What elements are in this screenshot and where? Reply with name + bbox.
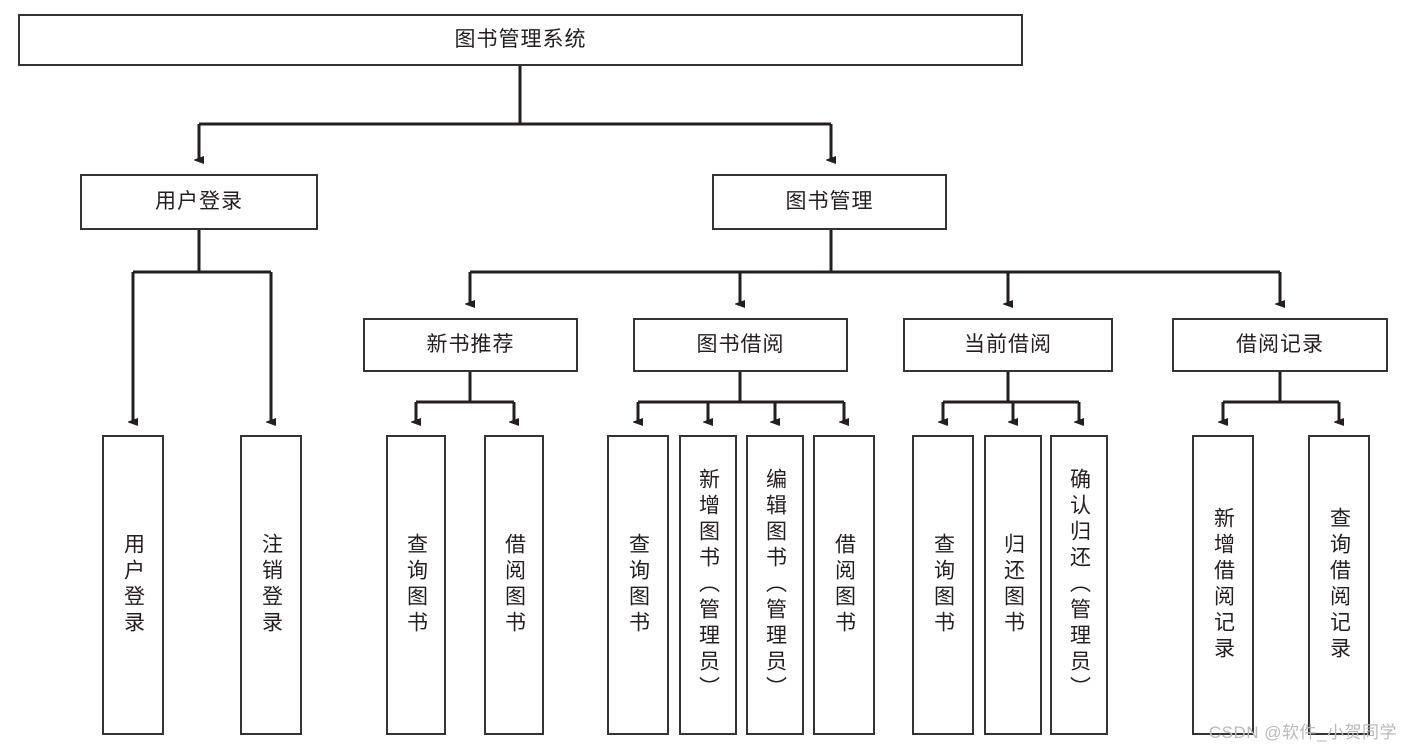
node-leaf-user-login-label: 用户登录 xyxy=(121,533,145,637)
node-leaf-logout-login[interactable]: 注销登录 xyxy=(240,435,302,735)
node-leaf-borrow-book-2-label: 借阅图书 xyxy=(832,533,856,637)
node-new-book-recommend[interactable]: 新书推荐 xyxy=(363,318,578,372)
node-leaf-add-borrow-record[interactable]: 新增借阅记录 xyxy=(1192,435,1254,735)
node-leaf-add-book-admin[interactable]: 新增图书（管理员） xyxy=(679,435,737,735)
node-book-borrow-label: 图书借阅 xyxy=(696,333,785,357)
node-leaf-query-book-3[interactable]: 查询图书 xyxy=(912,435,974,735)
node-leaf-borrow-book-1-label: 借阅图书 xyxy=(502,533,526,637)
node-current-borrow-label: 当前借阅 xyxy=(964,333,1052,357)
node-leaf-user-login[interactable]: 用户登录 xyxy=(102,435,164,735)
node-book-manage-label: 图书管理 xyxy=(785,190,874,214)
node-leaf-query-borrow-record-label: 查询借阅记录 xyxy=(1327,507,1351,663)
node-leaf-logout-login-label: 注销登录 xyxy=(259,533,283,637)
node-leaf-return-book[interactable]: 归还图书 xyxy=(984,435,1042,735)
node-leaf-confirm-return-admin-label: 确认归还（管理员） xyxy=(1067,468,1091,702)
node-user-login[interactable]: 用户登录 xyxy=(80,174,318,230)
node-borrow-record[interactable]: 借阅记录 xyxy=(1172,318,1388,372)
node-leaf-edit-book-admin[interactable]: 编辑图书（管理员） xyxy=(746,435,804,735)
node-new-book-recommend-label: 新书推荐 xyxy=(426,333,515,357)
node-leaf-add-borrow-record-label: 新增借阅记录 xyxy=(1211,507,1235,663)
node-leaf-edit-book-admin-label: 编辑图书（管理员） xyxy=(763,468,787,702)
node-leaf-query-borrow-record[interactable]: 查询借阅记录 xyxy=(1308,435,1370,735)
node-book-borrow[interactable]: 图书借阅 xyxy=(633,318,848,372)
node-leaf-query-book-2-label: 查询图书 xyxy=(626,533,650,637)
csdn-watermark: CSDN @软件_小贺同学 xyxy=(1208,723,1397,742)
node-leaf-query-book-1-label: 查询图书 xyxy=(404,533,428,637)
node-borrow-record-label: 借阅记录 xyxy=(1236,333,1324,357)
node-leaf-borrow-book-2[interactable]: 借阅图书 xyxy=(813,435,875,735)
node-current-borrow[interactable]: 当前借阅 xyxy=(903,318,1113,372)
node-leaf-return-book-label: 归还图书 xyxy=(1001,533,1025,637)
node-user-login-label: 用户登录 xyxy=(155,190,243,214)
node-leaf-query-book-3-label: 查询图书 xyxy=(931,533,955,637)
node-leaf-query-book-1[interactable]: 查询图书 xyxy=(386,435,446,735)
node-leaf-query-book-2[interactable]: 查询图书 xyxy=(607,435,669,735)
node-leaf-confirm-return-admin[interactable]: 确认归还（管理员） xyxy=(1050,435,1108,735)
node-leaf-add-book-admin-label: 新增图书（管理员） xyxy=(696,468,720,702)
node-book-manage[interactable]: 图书管理 xyxy=(712,174,947,230)
node-root[interactable]: 图书管理系统 xyxy=(18,14,1023,66)
node-root-label: 图书管理系统 xyxy=(454,28,587,52)
node-leaf-borrow-book-1[interactable]: 借阅图书 xyxy=(484,435,544,735)
